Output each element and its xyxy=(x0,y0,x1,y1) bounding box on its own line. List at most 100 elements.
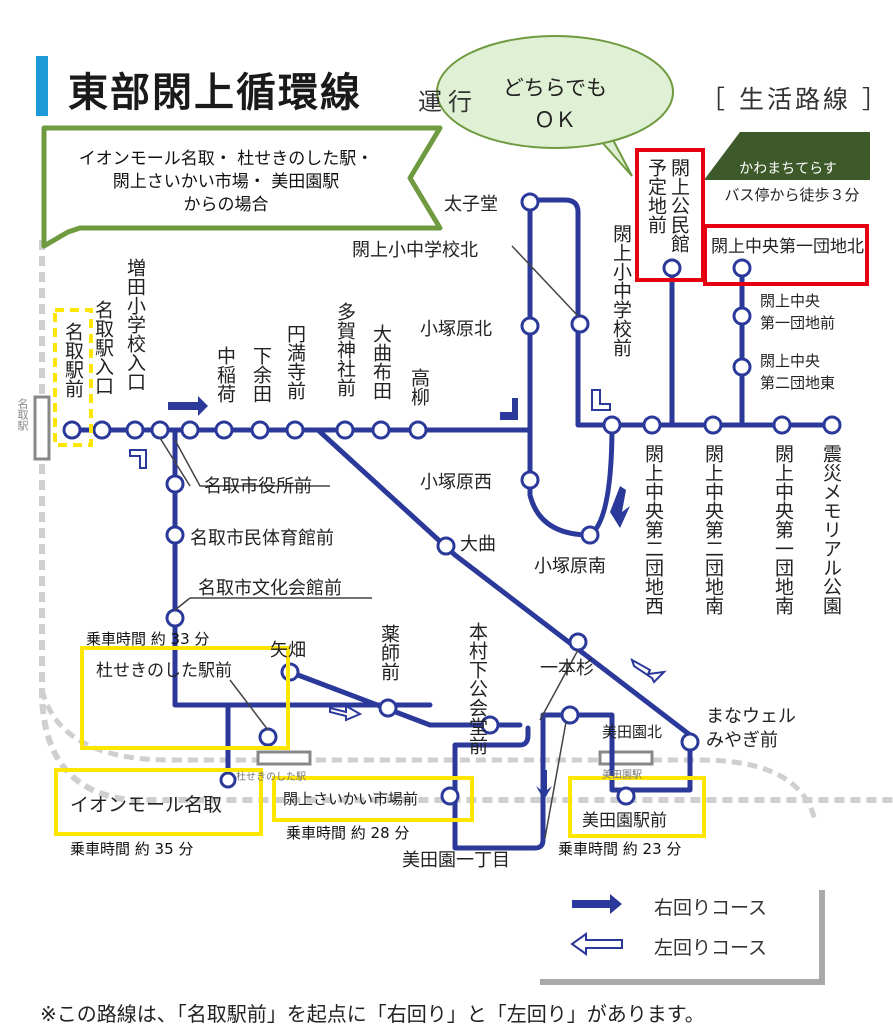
legend-counterclockwise-arrow xyxy=(570,932,623,956)
label-omagari: 大曲 xyxy=(460,534,496,555)
ride-time-aeon: 乗車時間 約 35 分 xyxy=(70,840,194,858)
stop-kozukahara-kita xyxy=(520,316,540,336)
legend-counterclockwise: 左回りコース xyxy=(654,937,768,959)
operator-label: 運行 xyxy=(418,88,478,116)
highlight-aeon xyxy=(54,768,263,836)
label-aeon: イオンモール名取 xyxy=(70,794,223,816)
kawamachi-walk: バス停から徒歩３分 xyxy=(724,186,860,204)
label-shinsai-memorial: 震災メモリアル公園 xyxy=(820,444,842,615)
label-taishido: 太子堂 xyxy=(444,194,498,215)
legend-clockwise-arrow xyxy=(572,894,622,914)
label-yuriage-shochu-kita: 閖上小中学校北 xyxy=(352,240,478,261)
stop-shinsai-memorial xyxy=(822,415,842,435)
legend-clockwise: 右回りコース xyxy=(654,897,768,919)
rail-label-mitazono: 美田園駅 xyxy=(602,770,642,781)
stop-saikai xyxy=(440,786,460,806)
stop-chuo-2-minami xyxy=(703,415,723,435)
highlight-natori-station xyxy=(53,308,93,447)
label-taiikukan: 名取市民体育館前 xyxy=(190,528,334,549)
label-shimoyoda: 下余田 xyxy=(250,346,272,403)
stop-mitazono-station-mae xyxy=(616,786,636,806)
railway-line-sendai-airport xyxy=(39,689,818,821)
label-chuo-1-kita: 閖上中央第一団地北 xyxy=(711,237,864,257)
ride-time-saikai: 乗車時間 約 28 分 xyxy=(286,824,410,842)
label-chuo-2-nishi: 閖上中央第二団地西 xyxy=(642,444,664,615)
stop-omagari-fuda xyxy=(371,420,391,440)
label-kozukahara-kita: 小塚原北 xyxy=(420,319,492,340)
label-saikai: 閖上さいかい市場前 xyxy=(283,790,419,808)
label-chuo-1-minami: 閖上中央第一団地南 xyxy=(772,444,794,615)
label-shiyakusho: 名取市役所前 xyxy=(204,476,312,497)
label-yotei: 予定地前 xyxy=(645,158,667,234)
highlight-mitazono xyxy=(568,776,706,838)
stop-omagari xyxy=(436,536,456,556)
highlight-kominkan xyxy=(635,148,705,282)
label-mitazono-kita: 美田園北 xyxy=(602,723,663,741)
stop-taiikukan xyxy=(165,525,185,545)
label-chuo-2-higashi-a: 閖上中央 xyxy=(760,352,821,370)
label-hommura: 本村下公会堂前 xyxy=(466,622,488,755)
label-ipponsugi: 一本杉 xyxy=(540,658,594,679)
legend xyxy=(540,890,825,985)
label-emmanji: 円満寺前 xyxy=(284,324,306,400)
stop-mitazono-kita xyxy=(560,705,580,725)
label-yakushi: 薬師前 xyxy=(378,624,400,681)
kawamachi-roof xyxy=(704,132,870,180)
stop-masuda-sho xyxy=(125,420,145,440)
label-mitazono-station-mae: 美田園駅前 xyxy=(582,811,667,831)
label-natori-station-mae: 名取駅前 xyxy=(62,322,84,398)
label-kominkan: 閖上公民館 xyxy=(668,158,690,253)
stop-kozukahara-nishi xyxy=(520,470,540,490)
speech-bubble xyxy=(436,35,674,177)
label-kabata: 矢畑 xyxy=(270,640,306,661)
stop-chuo-1-mae xyxy=(732,306,752,326)
label-yuriage-shochu-mae: 閖上小中学校前 xyxy=(610,224,632,357)
label-manawell-a: まなウェル xyxy=(706,706,796,727)
label-taga-jinja: 多賀神社前 xyxy=(334,302,356,397)
stop-bunka-kaikan xyxy=(165,608,185,628)
stop-morisekinoshita xyxy=(258,727,278,747)
ride-time-mitazono: 乗車時間 約 23 分 xyxy=(558,840,682,858)
leader-lines xyxy=(159,245,579,839)
stop-junction-1 xyxy=(150,420,170,440)
stop-yuriage-shochu-mae xyxy=(602,415,622,435)
highlight-chuo-1-kita xyxy=(703,224,869,286)
label-kozukahara-nishi: 小塚原西 xyxy=(420,472,492,493)
label-chuo-1-mae-a: 閖上中央 xyxy=(760,292,821,310)
railway-line-tohoku xyxy=(39,240,893,803)
stop-shiyakusho xyxy=(165,474,185,494)
label-nakainari: 中稲荷 xyxy=(214,346,236,403)
label-masuda-sho: 増田小学校入口 xyxy=(124,258,146,391)
label-kozukahara-minami: 小塚原南 xyxy=(534,556,606,577)
label-takayanagi: 高柳 xyxy=(408,368,430,406)
speech-bubble-text: どちらでも ＯＫ xyxy=(502,76,608,132)
title-accent-bar xyxy=(36,56,48,116)
footer-note: ※この路線は、「名取駅前」を起点に「右回り」と「左回り」があります。 xyxy=(40,1002,705,1026)
label-bunka-kaikan: 名取市文化会館前 xyxy=(198,578,342,599)
label-chuo-2-higashi-b: 第二団地東 xyxy=(760,374,836,392)
stop-chuo-1-minami xyxy=(772,415,792,435)
highlight-saikai xyxy=(272,776,474,822)
callout-banner xyxy=(41,125,443,249)
stop-hommura xyxy=(480,715,500,735)
ride-time-morisekinoshita: 乗車時間 約 33 分 xyxy=(86,630,210,648)
stop-nakainari xyxy=(180,420,200,440)
stop-chuo-1-kita xyxy=(732,258,752,278)
label-manawell-b: みやぎ前 xyxy=(706,730,778,751)
stop-chuo-2-nishi xyxy=(642,415,662,435)
stop-shimoyoda xyxy=(214,420,234,440)
stop-shimoyoda-2 xyxy=(250,420,270,440)
stop-taishido xyxy=(520,192,540,212)
label-natori-eki-iriguchi: 名取駅入口 xyxy=(92,300,114,395)
page-title: 東部閖上循環線 xyxy=(68,70,362,116)
stop-aeon xyxy=(219,771,237,789)
rail-label-morisekinoshita: 杜せきのした駅 xyxy=(236,772,306,783)
callout-text: イオンモール名取・ 杜せきのした駅・ 閖上さいかい市場・ 美田園駅 からの場合 xyxy=(78,149,374,215)
stop-natori-eki-iriguchi xyxy=(92,420,112,440)
label-chuo-2-minami: 閖上中央第二団地南 xyxy=(702,444,724,615)
label-omagari-fuda: 大曲布田 xyxy=(370,324,392,400)
stop-ipponsugi xyxy=(568,632,588,652)
stop-chuo-2-higashi xyxy=(732,357,752,377)
stop-kozukahara-minami xyxy=(580,525,600,545)
